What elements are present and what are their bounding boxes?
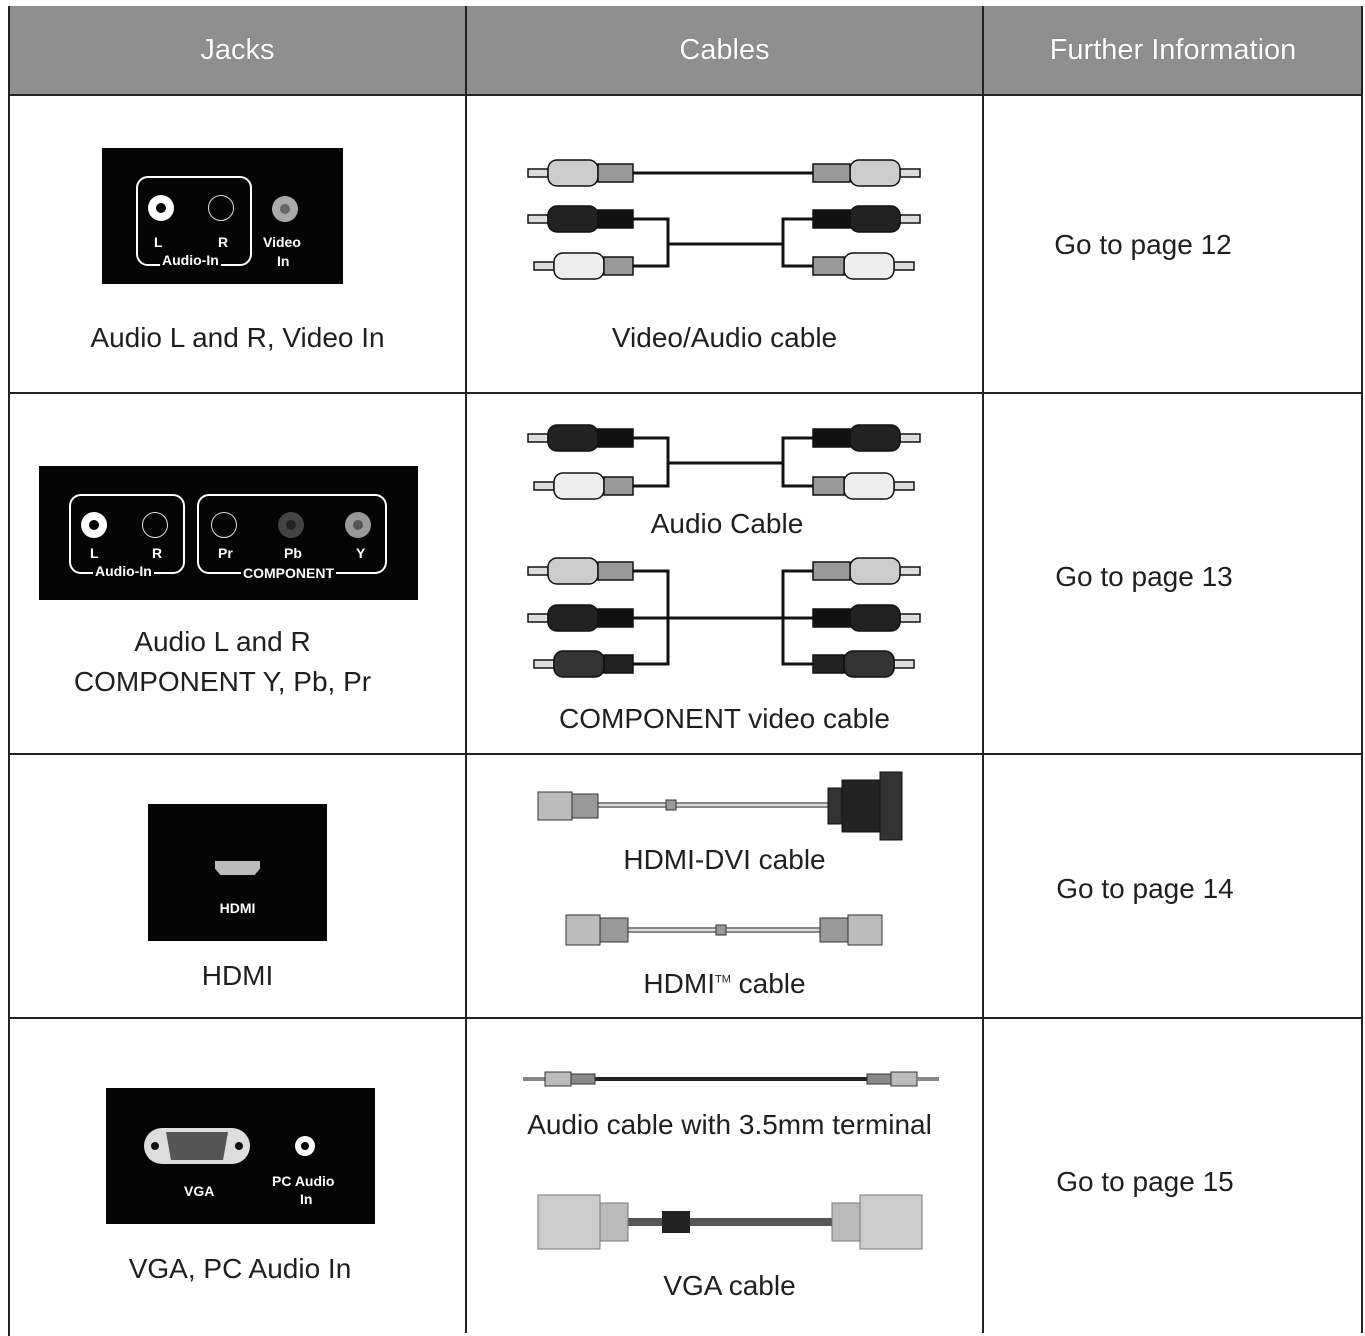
cable-caption: Video/Audio cable	[611, 322, 838, 353]
y-jack	[345, 512, 371, 538]
further-info: Go to page 14	[1056, 873, 1234, 904]
header-further-information: Further Information	[984, 6, 1362, 95]
audio-r-jack	[208, 195, 234, 221]
pr-jack	[211, 512, 237, 538]
cable-caption: COMPONENT video cable	[559, 703, 890, 734]
audio-cable-illustration	[527, 424, 921, 500]
label-l: L	[90, 545, 99, 561]
jack-panel-audio-video: L R Audio-In Video In	[102, 148, 343, 284]
further-info: Go to page 13	[1055, 561, 1233, 592]
vga-cable-illustration	[537, 1194, 923, 1250]
label-hdmi: HDMI	[219, 900, 256, 916]
audio-r-jack	[142, 512, 168, 538]
label-l: L	[154, 234, 163, 250]
label-vga: VGA	[184, 1183, 215, 1199]
label-pb: Pb	[284, 545, 302, 561]
jack-caption: Audio L and R	[134, 626, 311, 657]
label-pc-audio: PC Audio	[272, 1173, 335, 1189]
label-r: R	[152, 545, 163, 561]
label-video: Video	[263, 234, 301, 250]
hdmi-cable-illustration	[565, 914, 883, 946]
vga-port-icon	[144, 1128, 250, 1164]
row-divider	[8, 753, 1362, 755]
cable-caption-main: HDMI	[643, 968, 715, 999]
row-divider	[8, 392, 1362, 394]
jack-caption: VGA, PC Audio In	[128, 1253, 352, 1284]
hdmi-port-icon	[215, 861, 260, 875]
cable-caption: Audio Cable	[650, 508, 804, 539]
jack-panel-hdmi: HDMI	[148, 804, 327, 941]
audio-3.5mm-cable-illustration	[523, 1071, 939, 1087]
cable-caption-rest: cable	[730, 968, 806, 999]
cable-caption: VGA cable	[663, 1270, 796, 1301]
label-pr: Pr	[218, 545, 233, 561]
jack-caption: HDMI	[201, 960, 274, 991]
pc-audio-jack	[295, 1136, 315, 1156]
label-y: Y	[356, 545, 366, 561]
jack-panel-vga: VGA PC Audio In	[106, 1088, 375, 1224]
header-cables: Cables	[467, 6, 982, 95]
audio-l-jack	[81, 512, 107, 538]
label-audio-in: Audio-In	[160, 252, 221, 269]
label-video-in: In	[277, 253, 290, 269]
jack-caption: COMPONENT Y, Pb, Pr	[73, 666, 372, 697]
row-divider	[8, 94, 1362, 96]
label-r: R	[218, 234, 229, 250]
video-audio-cable-illustration	[527, 159, 921, 280]
column-divider	[1361, 6, 1363, 1333]
component-cable-illustration	[527, 557, 921, 678]
further-info: Go to page 15	[1056, 1166, 1234, 1197]
label-pc-audio-in: In	[300, 1191, 313, 1207]
cable-caption: Audio cable with 3.5mm terminal	[527, 1109, 932, 1140]
jack-caption: Audio L and R, Video In	[90, 322, 385, 353]
hdmi-dvi-cable-illustration	[537, 771, 903, 841]
pb-jack	[278, 512, 304, 538]
further-info: Go to page 12	[1054, 229, 1232, 260]
label-component: COMPONENT	[241, 565, 336, 582]
jack-panel-audio-component: L R Audio-In Pr Pb Y COMPONENT	[39, 466, 418, 600]
row-divider	[8, 1017, 1362, 1019]
column-divider	[982, 6, 984, 1333]
column-divider	[465, 6, 467, 1333]
label-audio-in: Audio-In	[93, 563, 154, 580]
video-in-jack	[272, 196, 298, 222]
cable-caption: HDMITM cable	[467, 968, 982, 1000]
header-jacks: Jacks	[10, 6, 465, 95]
cable-caption: HDMI-DVI cable	[623, 844, 826, 875]
audio-l-jack	[148, 195, 174, 221]
trademark-mark: TM	[714, 973, 731, 986]
